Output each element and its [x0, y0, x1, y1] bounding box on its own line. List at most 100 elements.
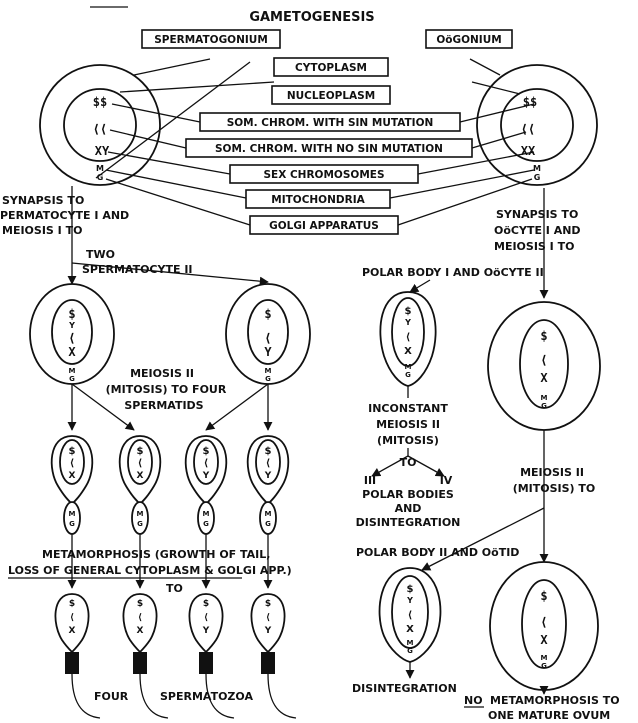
m-symbol: M [533, 164, 541, 173]
som-chrom-sin-label: SOM. CHROM. WITH SIN MUTATION [227, 117, 434, 129]
nucleoplasm-label: NUCLEOPLASM [287, 90, 375, 102]
golgi-label: GOLGI APPARATUS [269, 220, 379, 232]
midpiece [199, 652, 213, 674]
g-symbol: G [407, 647, 413, 655]
inconstant-meiosis-text: INCONSTANT MEIOSIS II (MITOSIS) [368, 402, 448, 447]
y-symbol: Y [406, 596, 413, 605]
g-symbol: G [137, 520, 143, 528]
male-synapsis-text: SYNAPSIS TO PERMATOCYTE I AND MEIOSIS I … [0, 194, 193, 276]
s-symbol: $ [540, 329, 547, 343]
s-symbol: $ [265, 446, 272, 457]
female-meiosis-ii-text: MEIOSIS II (MITOSIS) TO [513, 466, 596, 495]
metamorphosis-to-label: TO [166, 582, 183, 595]
m-symbol: M [407, 639, 414, 647]
chevron-symbol: ⟨ [540, 353, 547, 367]
m-symbol: M [265, 510, 272, 518]
oogonium-label: OöGONIUM [436, 34, 501, 46]
polar-body-i-arrow [410, 280, 430, 292]
metamorphosis-line-2: LOSS OF GENERAL CYTOPLASM & GOLGI APP.) [8, 564, 292, 577]
g-symbol: G [265, 375, 271, 383]
golgi-box: GOLGI APPARATUS [250, 216, 398, 234]
chevron-symbol: ⟨ [266, 458, 271, 469]
m-symbol: M [137, 510, 144, 518]
polar-bodies-line-2: AND [395, 502, 422, 515]
no-label: NO [464, 694, 483, 707]
s-symbol: $ [69, 599, 75, 609]
chevron-symbol: ⟨ [70, 458, 75, 469]
s-chromosome-pair-symbol: $$ [93, 95, 107, 109]
y-symbol: Y [404, 318, 411, 327]
chevron-symbol: ⟨ [408, 610, 413, 621]
inconstant-line-2: MEIOSIS II [376, 418, 440, 431]
spermatid-3: $ ⟨ Y M G [186, 436, 227, 534]
polar-body-iv-label: IV [440, 474, 453, 487]
spermatogonium-box: SPERMATOGONIUM [142, 30, 280, 48]
m-symbol: M [96, 164, 104, 173]
polar-body-i-label: POLAR BODY I AND OöCYTE II [362, 266, 544, 279]
polar-body-i-cell: $ Y ⟨ X M G [380, 292, 435, 386]
s-symbol: $ [264, 307, 271, 321]
s-chromosome-pair-symbol: $$ [523, 95, 537, 109]
polar-body-iii-label: III [364, 474, 376, 487]
midpiece [261, 652, 275, 674]
g-symbol: G [69, 520, 75, 528]
chevron-symbol: ⟨ [204, 613, 208, 623]
nucleoplasm-box: NUCLEOPLASM [272, 86, 390, 104]
x-symbol: X [69, 626, 76, 636]
spermatozoa-label: SPERMATOZOA [160, 690, 253, 703]
ootid-cell: $ ⟨ X M G [490, 562, 598, 690]
x-symbol: X [69, 471, 76, 481]
xy-chromosomes-symbol: XY [95, 144, 110, 158]
spermatid-1: $ ⟨ X M G [52, 436, 93, 534]
midpiece [133, 652, 147, 674]
female-to-label: TO [400, 456, 417, 469]
s-symbol: $ [407, 584, 414, 595]
metamorphosis-arrows [72, 534, 268, 588]
male-meiosis-ii-line-1: MEIOSIS II [130, 367, 194, 380]
m-symbol: M [265, 367, 272, 375]
chevron-symbol: ⟨ [266, 613, 270, 623]
s-symbol: $ [203, 446, 210, 457]
oogonium-box: OöGONIUM [426, 30, 512, 48]
chevron-symbol: ⟨ [68, 331, 75, 345]
male-synapsis-line-2: PERMATOCYTE I AND [0, 209, 129, 222]
mitochondria-label: MITOCHONDRIA [271, 194, 365, 206]
metamorphosis-text: METAMORPHOSIS (GROWTH OF TAIL, LOSS OF G… [8, 548, 292, 595]
sex-chromosomes-label: SEX CHROMOSOMES [263, 169, 384, 181]
metamorphosis-line-1: METAMORPHOSIS (GROWTH OF TAIL, [42, 548, 270, 561]
chevron-symbol: ⟨ [138, 458, 143, 469]
g-symbol: G [405, 371, 411, 379]
cytoplasm-box: CYTOPLASM [274, 58, 388, 76]
spermatocyte-ii-cell-left: $ Y ⟨ X M G [30, 284, 114, 384]
male-meiosis-ii-line-2: (MITOSIS) TO FOUR [106, 383, 227, 396]
diagram-title: GAMETOGENESIS [249, 10, 374, 25]
chevron-symbol: ⟨ [138, 613, 142, 623]
s-symbol: $ [540, 589, 547, 603]
x-symbol: X [137, 626, 144, 636]
m-symbol: M [69, 367, 76, 375]
inconstant-line-3: (MITOSIS) [377, 434, 439, 447]
male-two-label: TWO [86, 248, 115, 261]
spermatozoon-4: $ ⟨ Y [251, 594, 296, 718]
polar-body-ii-label: POLAR BODY II AND OöTID [356, 546, 519, 559]
polar-bodies-line-3: DISINTEGRATION [356, 516, 461, 529]
y-symbol: Y [202, 471, 210, 481]
cytoplasm-label: CYTOPLASM [295, 62, 367, 74]
chevron-chromosomes-symbol: ⟨⟨ [521, 122, 535, 136]
chevron-symbol: ⟨ [264, 331, 271, 345]
oocyte-ii-cell: $ ⟨ X M G [488, 302, 600, 430]
s-symbol: $ [265, 599, 271, 609]
mature-ovum-label: ONE MATURE OVUM [488, 709, 610, 722]
g-symbol: G [534, 173, 541, 182]
x-symbol: X [68, 345, 76, 359]
m-symbol: M [203, 510, 210, 518]
polar-bodies-text: POLAR BODIES AND DISINTEGRATION [356, 488, 461, 529]
disintegration-label: DISINTEGRATION [352, 682, 457, 695]
male-meiosis-ii-line-3: SPERMATIDS [124, 399, 203, 412]
female-synapsis-line-1: SYNAPSIS TO [496, 208, 578, 221]
polar-bodies-line-1: POLAR BODIES [362, 488, 454, 501]
m-symbol: M [69, 510, 76, 518]
g-symbol: G [69, 375, 75, 383]
g-symbol: G [541, 662, 547, 670]
